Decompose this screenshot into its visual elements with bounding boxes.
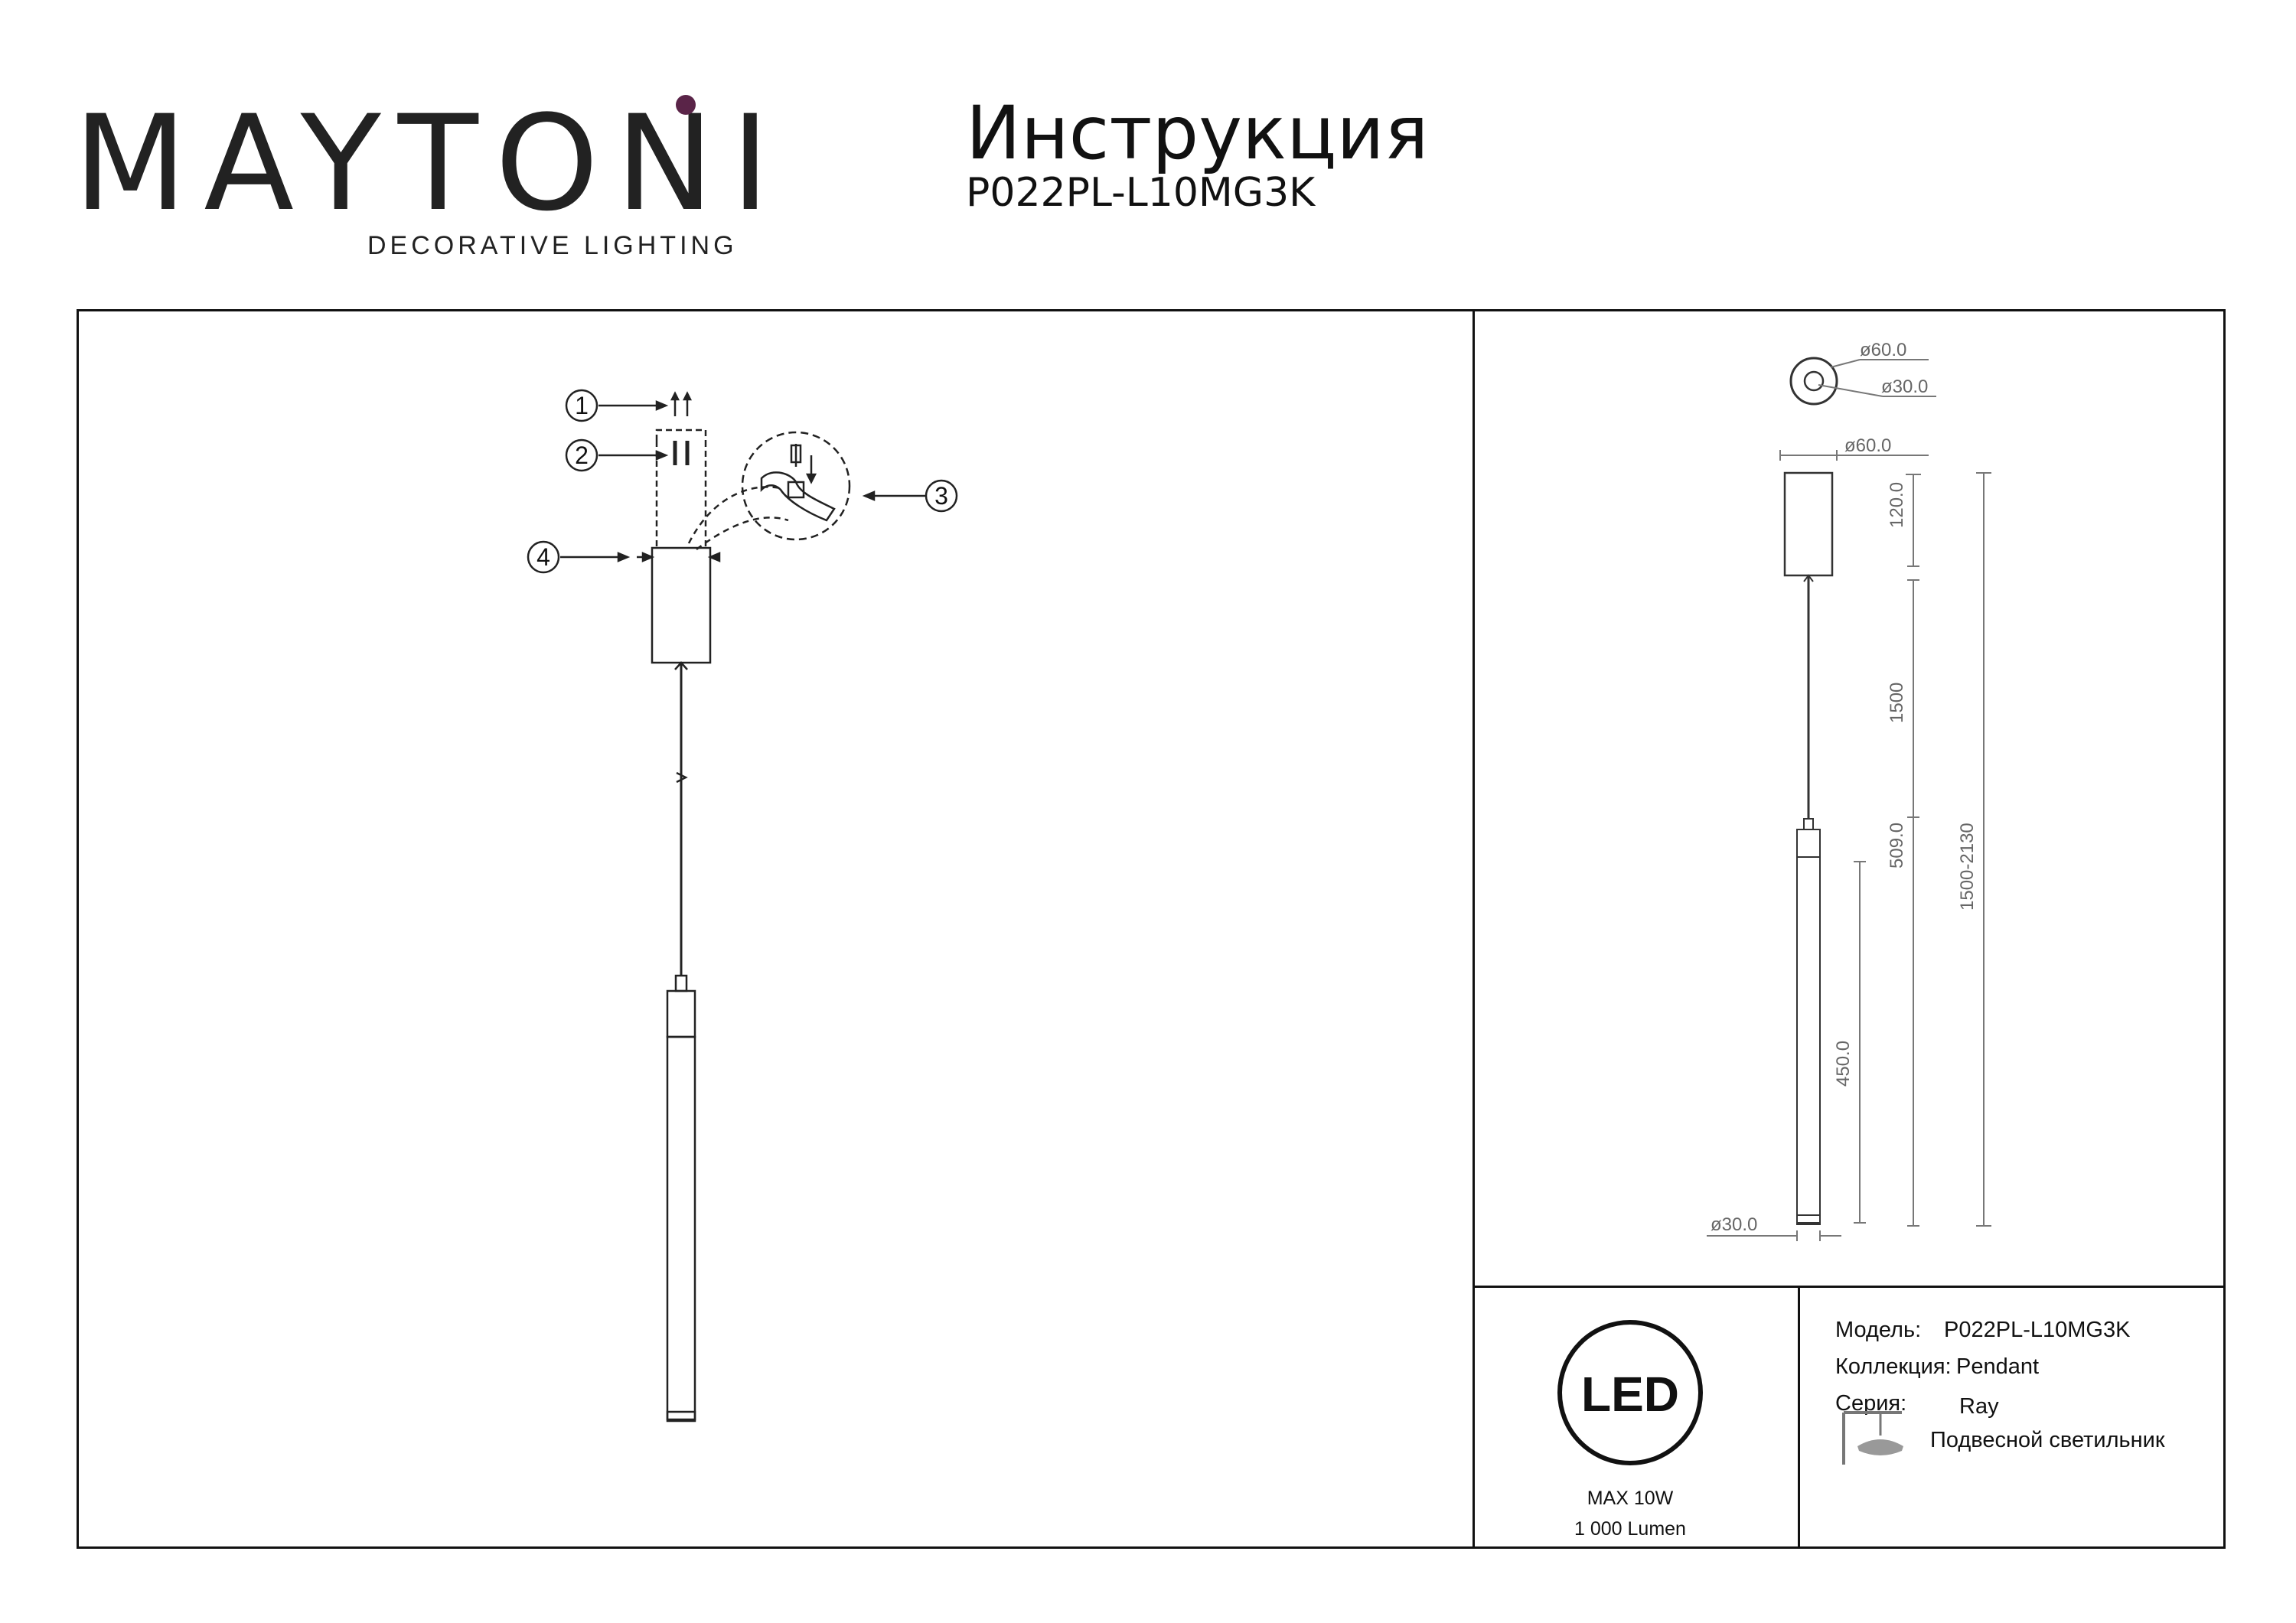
- led-badge-text: LED: [1581, 1367, 1679, 1422]
- dim-body-length: 509.0: [1887, 823, 1907, 869]
- spec-series-value: Ray: [1959, 1394, 1999, 1419]
- callout-4-circle: [527, 540, 560, 574]
- callout-2-circle: [565, 438, 598, 472]
- led-power: MAX 10W: [1587, 1488, 1674, 1509]
- dimension-drawing: ø60.0 ø30.0 ø60.0 120.0 1500 509.0 1500-…: [1707, 340, 1991, 1241]
- dim-total-height: 1500-2130: [1957, 823, 1978, 911]
- led-badge: LED: [1557, 1320, 1703, 1465]
- callout-1-circle: [565, 389, 598, 422]
- frame-divider-vertical: [1473, 309, 1475, 1549]
- spec-type-value: Подвесной светильник: [1930, 1428, 2165, 1452]
- spec-model-label: Модель:: [1835, 1318, 1922, 1342]
- spec-collection-value: Pendant: [1956, 1354, 2040, 1379]
- dim-cable-length: 1500: [1887, 683, 1907, 723]
- dim-canopy-height: 120.0: [1887, 482, 1907, 528]
- callout-1-number: 1: [575, 392, 589, 419]
- callout-2-number: 2: [575, 442, 589, 469]
- callout-3-circle: [925, 479, 958, 513]
- document-title: Инструкция: [966, 90, 1429, 176]
- detail-circle: [741, 431, 851, 541]
- assembly-drawing: 1 2 3 4: [527, 389, 958, 1423]
- led-flux: 1 000 Lumen: [1574, 1518, 1686, 1540]
- canopy-body: [651, 546, 712, 664]
- lamp-tube: [666, 1035, 696, 1421]
- brand-logo: MAYTONI: [73, 86, 787, 240]
- pendant-lamp-icon: [1842, 1411, 1903, 1465]
- callout-3-number: 3: [934, 482, 948, 510]
- spec-collection-label: Коллекция:: [1835, 1354, 1952, 1379]
- dim-top-hole-diameter: ø30.0: [1881, 376, 1928, 397]
- brand-tagline: DECORATIVE LIGHTING: [367, 231, 738, 260]
- dim-canopy-diameter: ø60.0: [1844, 435, 1891, 456]
- brand-logo-dot: [676, 95, 696, 115]
- dim-lamp-diameter: ø30.0: [1711, 1214, 1757, 1235]
- lamp-head: [666, 989, 696, 1038]
- frame-divider-spec: [1798, 1286, 1800, 1549]
- document-model-code: P022PL-L10MG3K: [966, 170, 1316, 216]
- frame-divider-horizontal: [1473, 1286, 2226, 1288]
- spec-model-value: P022PL-L10MG3K: [1944, 1318, 2131, 1342]
- dim-top-outer-diameter: ø60.0: [1860, 340, 1906, 360]
- callout-4-number: 4: [536, 543, 550, 571]
- drawing-frame: [77, 309, 2226, 1549]
- dim-lamp-length: 450.0: [1833, 1041, 1854, 1087]
